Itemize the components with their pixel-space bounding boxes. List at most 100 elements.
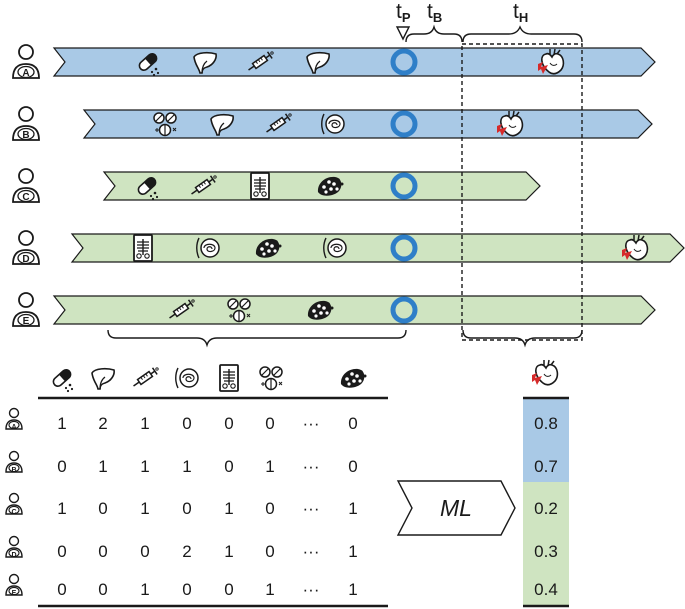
table-cell: 0 [265, 542, 274, 561]
table-cell: 2 [182, 542, 191, 561]
table-cell: 0 [348, 414, 357, 433]
prediction-column: 0.80.70.20.30.4 [523, 398, 569, 606]
timeline-row-b: B [12, 106, 653, 141]
table-cell: 0 [140, 542, 149, 561]
ml-model-arrow [396, 480, 516, 536]
patient-id-label: B [22, 130, 29, 141]
prediction-point-marker [390, 110, 418, 138]
table-cell: 1 [98, 457, 107, 476]
table-cell: 0 [265, 414, 274, 433]
xray-icon [133, 234, 153, 262]
prediction-time-marker [395, 26, 411, 41]
table-cell: 1 [265, 457, 274, 476]
outcome-brace [462, 329, 583, 348]
table-cell: ··· [303, 499, 320, 518]
table-cell: ··· [303, 414, 320, 433]
table-cell: 1 [57, 499, 66, 518]
table-cell: ··· [303, 580, 320, 599]
prediction-cell: 0.4 [523, 565, 569, 606]
column-tablets-icon [259, 366, 283, 391]
patient-id-label: A [22, 68, 29, 79]
feature-header-row [50, 364, 367, 393]
xray-icon [250, 172, 270, 200]
table-cell: 1 [348, 580, 357, 599]
table-cell: 2 [98, 414, 107, 433]
column-gut-icon [175, 367, 199, 389]
prediction-point-marker [390, 48, 418, 76]
buffer-brace [405, 24, 463, 43]
timeline-band [52, 295, 656, 325]
table-cell: 0 [224, 414, 233, 433]
prediction-cell-bg [523, 565, 569, 606]
timeline-row-d: D [12, 230, 685, 265]
patient-id-label: C [22, 192, 29, 203]
prediction-cell: 0.8 [523, 398, 569, 440]
patient-id-label: D [22, 254, 29, 265]
table-cell: 0 [182, 414, 191, 433]
timeline-row-e: E [12, 292, 656, 327]
table-cell: 1 [224, 542, 233, 561]
prediction-cell: 0.7 [523, 440, 569, 482]
prediction-cell-bg [523, 398, 569, 440]
column-cells-icon [340, 368, 367, 388]
timeline-band [70, 233, 685, 263]
table-row: D 0 0 0 2 1 0 ··· 1 [5, 535, 358, 561]
tb-label: tB [427, 0, 442, 25]
ml-label: ML [440, 495, 472, 521]
patient-timelines: A B C D E [12, 44, 685, 327]
table-cell: 1 [182, 457, 191, 476]
table-cell: 0 [57, 542, 66, 561]
table-cell: 0 [57, 580, 66, 599]
table-cell: 0 [57, 457, 66, 476]
table-cell: 1 [140, 457, 149, 476]
prediction-cell-bg [523, 482, 569, 524]
table-cell: 0 [98, 542, 107, 561]
patient-id-label: C [11, 509, 16, 516]
prediction-cell: 0.2 [523, 482, 569, 524]
prediction-value: 0.8 [534, 414, 558, 433]
table-cell: 1 [140, 414, 149, 433]
timeline-row-c: C [12, 168, 541, 203]
prediction-point-marker [390, 234, 418, 262]
table-cell: 0 [182, 499, 191, 518]
th-label: tH [513, 0, 528, 25]
table-cell: 0 [224, 580, 233, 599]
table-cell: ··· [303, 542, 320, 561]
patient-id-label: E [12, 590, 17, 597]
table-cell: 1 [140, 580, 149, 599]
table-row: B 0 1 1 1 0 1 ··· 0 [5, 450, 358, 476]
table-cell: 1 [348, 499, 357, 518]
prediction-cell-bg [523, 440, 569, 482]
table-cell: 0 [98, 580, 107, 599]
table-cell: ··· [303, 457, 320, 476]
prediction-value: 0.2 [534, 499, 558, 518]
patient-id-label: A [11, 424, 16, 431]
prediction-cell-bg [523, 524, 569, 565]
table-cell: 1 [57, 414, 66, 433]
prediction-point-marker [390, 296, 418, 324]
history-brace [107, 329, 407, 348]
table-cell: 0 [98, 499, 107, 518]
table-cell: 1 [140, 499, 149, 518]
horizon-brace [462, 25, 583, 43]
prediction-value: 0.4 [534, 580, 558, 599]
table-row: A 1 2 1 0 0 0 ··· 0 [5, 407, 358, 433]
table-cell: 1 [265, 580, 274, 599]
tp-label: tP [396, 0, 411, 25]
patient-id-label: E [23, 316, 30, 327]
column-liver-icon [91, 367, 115, 390]
patient-id-label: B [11, 467, 16, 474]
column-pills-icon [50, 367, 74, 393]
patient-id-label: D [11, 552, 16, 559]
table-cell: 0 [224, 457, 233, 476]
table-cell: 1 [348, 542, 357, 561]
prediction-point-marker [390, 172, 418, 200]
table-cell: 0 [348, 457, 357, 476]
table-cell: 0 [265, 499, 274, 518]
column-xray-icon [219, 364, 239, 392]
prediction-value: 0.7 [534, 457, 558, 476]
